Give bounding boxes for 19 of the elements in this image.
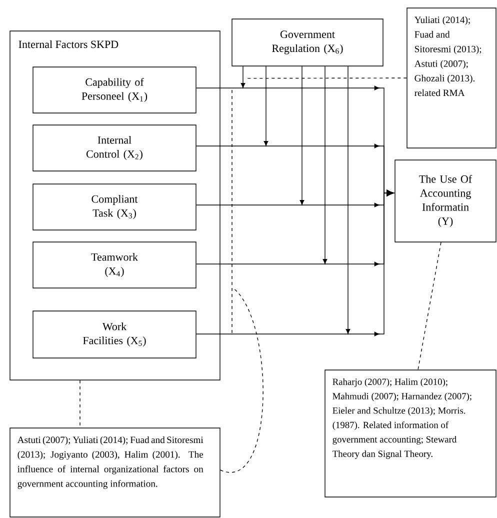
outcome-box: The Use Of Accounting Informatin (Y) [394, 160, 496, 242]
arrow [322, 66, 328, 264]
leader-line [220, 288, 264, 473]
factor-box: Government Regulation (X$_{6}$) [232, 18, 384, 66]
leader-line [246, 78, 408, 79]
reference-box: Raharjo (2007); Halim (2010); Mahmudi (2007); Harnandez (2007); Eieler and Schultze (2013); Morris. (1987). Related information of government accounting; Steward Theory dan Signal Theory. [324, 370, 496, 498]
leader-line [418, 242, 442, 370]
arrow [196, 190, 394, 336]
arrow [240, 66, 246, 88]
factor-box: Capability of Personeel (X$_{1}$) [32, 66, 196, 114]
arrow [300, 66, 304, 206]
factor-box: Teamwork (X$_{4}$) [32, 242, 196, 288]
factor-box: Work Facilities (X$_{5}$) [32, 310, 196, 358]
factor-box: Compliant Task (X$_{3}$) [32, 184, 196, 230]
factor-box: Internal Control (X$_{2}$) [32, 124, 196, 172]
arrow [264, 66, 268, 146]
arrow [346, 66, 350, 334]
reference-box: Yuliati (2014); Fuad and Sitoresmi (2013); Astuti (2007); Ghozali (2013). related RMA [406, 8, 496, 148]
reference-box: Astuti (2007); Yuliati (2014); Fuad and Sitoresmi (2013); Jogiyanto (2003), Halim (2001). The influence of internal organizational factors on government accounting information. [10, 428, 220, 518]
